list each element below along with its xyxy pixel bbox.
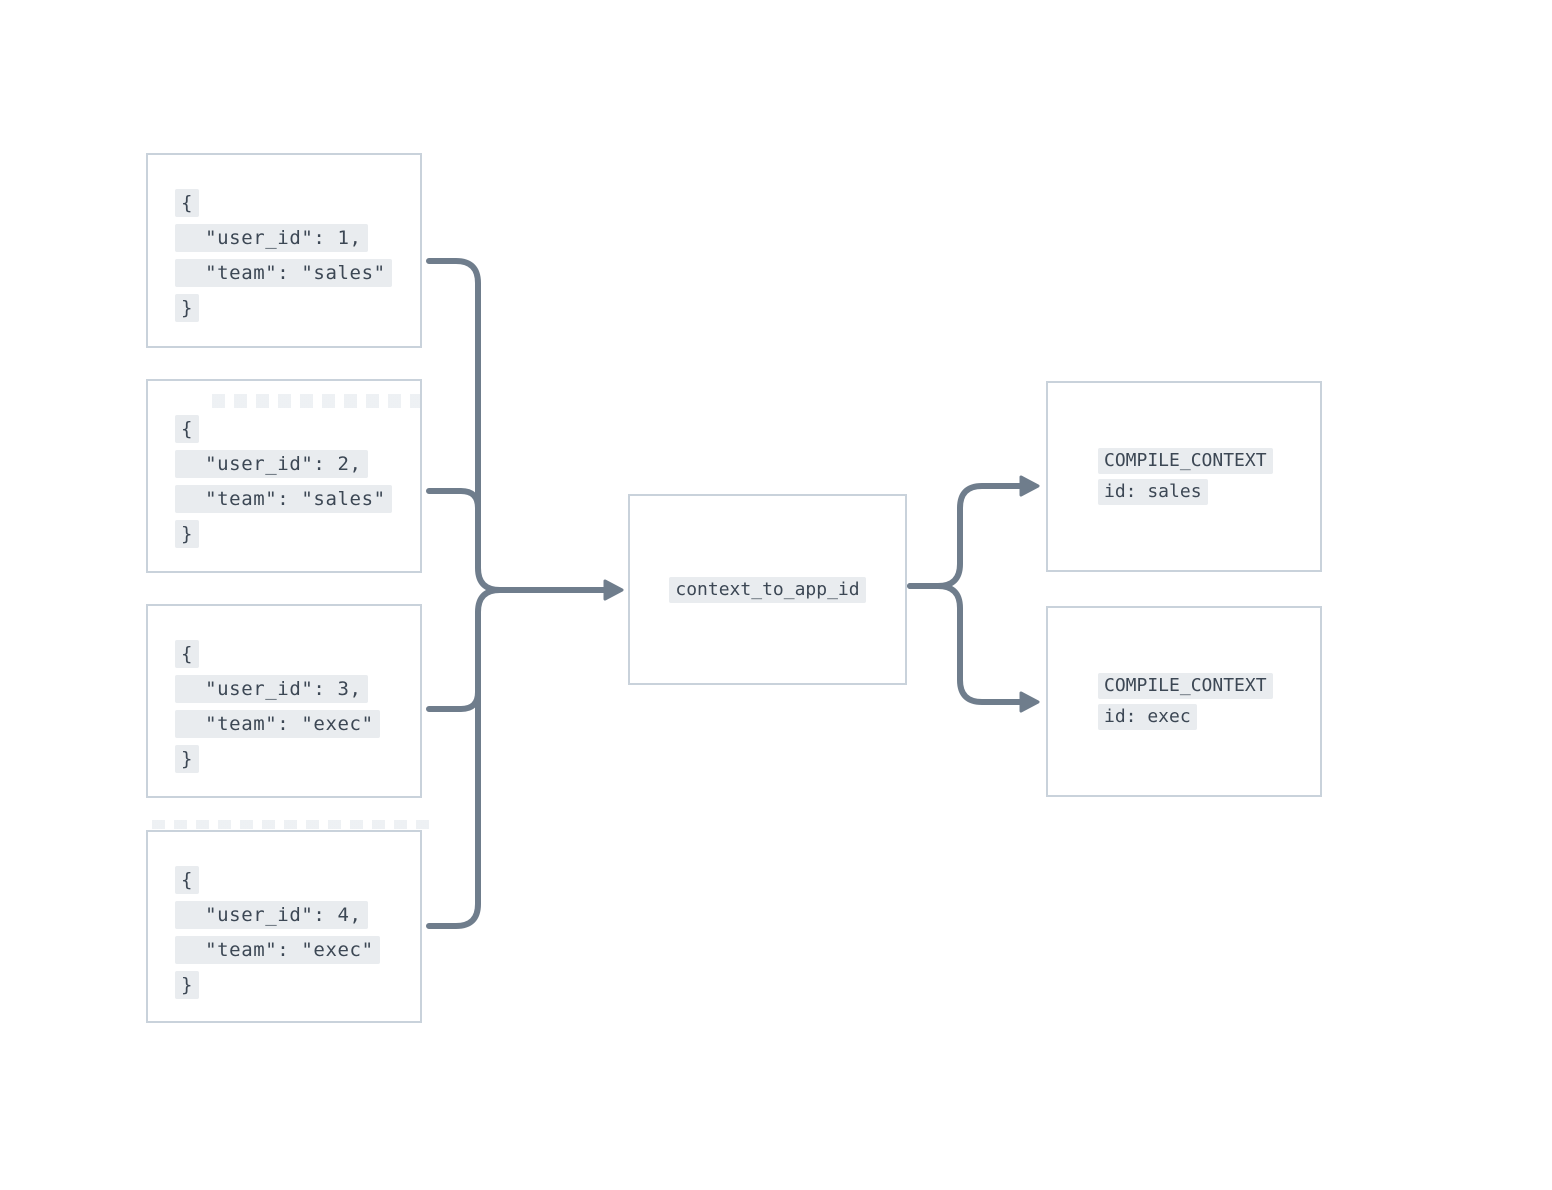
code-line: "team": "exec" bbox=[175, 932, 380, 967]
merge-branch-input-3 bbox=[426, 587, 503, 712]
code-line: { bbox=[175, 185, 392, 220]
json-code-block: { "user_id": 2, "team": "sales" } bbox=[175, 411, 392, 551]
code-line: } bbox=[175, 290, 392, 325]
output-id: id: exec bbox=[1098, 704, 1197, 730]
output-box-exec: COMPILE_CONTEXT id: exec bbox=[1046, 606, 1322, 797]
json-line: "team": "sales" bbox=[175, 258, 392, 287]
input-json-box-2: { "user_id": 2, "team": "sales" } bbox=[146, 379, 422, 573]
split-branch-down bbox=[907, 583, 1023, 705]
code-line: { bbox=[175, 862, 380, 897]
output-title: COMPILE_CONTEXT bbox=[1098, 673, 1273, 699]
code-line: { bbox=[175, 636, 380, 671]
json-line: "user_id": 3, bbox=[175, 674, 368, 703]
json-line: "user_id": 2, bbox=[175, 449, 368, 478]
code-line: { bbox=[175, 411, 392, 446]
code-line: "team": "exec" bbox=[175, 706, 380, 741]
function-name-chip: context_to_app_id bbox=[669, 576, 866, 603]
json-code-block: { "user_id": 4, "team": "exec" } bbox=[175, 862, 380, 1002]
arrowhead-to-processor-icon bbox=[603, 579, 624, 601]
json-line: } bbox=[175, 293, 200, 322]
input-json-box-3: { "user_id": 3, "team": "exec" } bbox=[146, 604, 422, 798]
code-line: "user_id": 3, bbox=[175, 671, 380, 706]
json-line: { bbox=[175, 865, 200, 894]
json-line: "team": "exec" bbox=[175, 709, 380, 738]
json-line: { bbox=[175, 639, 200, 668]
json-line: { bbox=[175, 414, 200, 443]
output-box-sales: COMPILE_CONTEXT id: sales bbox=[1046, 381, 1322, 572]
code-line: "user_id": 4, bbox=[175, 897, 380, 932]
code-line: } bbox=[175, 967, 380, 1002]
code-line: "user_id": 2, bbox=[175, 446, 392, 481]
code-line: } bbox=[175, 516, 392, 551]
json-line: } bbox=[175, 519, 200, 548]
merge-branch-input-4 bbox=[426, 687, 481, 929]
json-line: { bbox=[175, 188, 200, 217]
code-line: } bbox=[175, 741, 380, 776]
code-line: "user_id": 1, bbox=[175, 220, 392, 255]
json-line: } bbox=[175, 970, 200, 999]
output-id: id: sales bbox=[1098, 479, 1208, 505]
json-line: "user_id": 1, bbox=[175, 223, 368, 252]
split-branch-up bbox=[907, 483, 1023, 589]
json-line: } bbox=[175, 744, 200, 773]
input-json-box-4: { "user_id": 4, "team": "exec" } bbox=[146, 830, 422, 1023]
json-code-block: { "user_id": 1, "team": "sales" } bbox=[175, 185, 392, 325]
input-json-box-1: { "user_id": 1, "team": "sales" } bbox=[146, 153, 422, 348]
merge-branch-input-2 bbox=[426, 488, 481, 523]
arrowhead-to-sales-icon bbox=[1019, 475, 1040, 497]
code-line: "team": "sales" bbox=[175, 255, 392, 290]
ghost-artifact-row bbox=[212, 394, 420, 408]
json-line: "team": "exec" bbox=[175, 935, 380, 964]
output-title: COMPILE_CONTEXT bbox=[1098, 448, 1273, 474]
json-line: "team": "sales" bbox=[175, 484, 392, 513]
code-line: "team": "sales" bbox=[175, 481, 392, 516]
json-code-block: { "user_id": 3, "team": "exec" } bbox=[175, 636, 380, 776]
json-line: "user_id": 4, bbox=[175, 900, 368, 929]
processor-box: context_to_app_id bbox=[628, 494, 907, 685]
merge-branch-input-1 bbox=[426, 258, 615, 593]
arrowhead-to-exec-icon bbox=[1019, 691, 1040, 713]
